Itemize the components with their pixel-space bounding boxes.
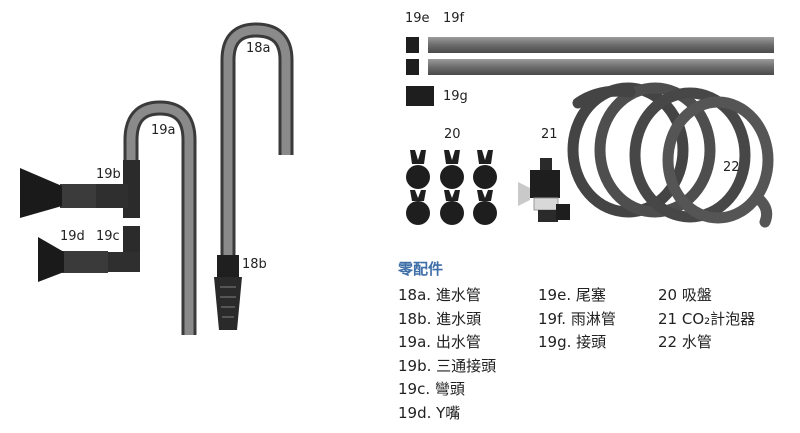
label-19g: 19g	[443, 89, 468, 104]
outlet-tube-19a	[123, 100, 197, 335]
y-nozzle-19d	[38, 237, 108, 282]
parts-list-col3: 20 吸盤 21 CO₂計泡器 22 水管	[658, 284, 755, 355]
intake-tube-18a	[220, 22, 294, 255]
label-19e: 19e	[405, 11, 430, 26]
part-item: 20 吸盤	[658, 286, 712, 304]
part-item: 19e. 尾塞	[538, 286, 606, 304]
label-22: 22	[723, 160, 740, 175]
part-item: 19b. 三通接頭	[398, 356, 497, 375]
parts-list-col1: 18a. 進水管 18b. 進水頭 19a. 出水管 19b. 三通接頭 19c…	[398, 284, 496, 425]
elbow-19c	[108, 226, 140, 272]
label-19c: 19c	[96, 229, 120, 244]
spray-bars-19f	[428, 37, 774, 75]
label-21: 21	[541, 127, 558, 142]
label-19b: 19b	[96, 167, 121, 182]
label-19d: 19d	[60, 229, 85, 244]
part-item: 19g. 接頭	[538, 333, 607, 351]
part-item: 19d. Y嘴	[398, 403, 461, 422]
tee-connector-19b	[20, 160, 140, 218]
part-item: 22 水管	[658, 333, 712, 351]
connector-19g	[406, 86, 434, 106]
part-item: 18a. 進水管	[398, 286, 481, 304]
hose-22	[567, 82, 774, 228]
co2-bubble-counter-21	[518, 158, 570, 222]
parts-heading: 零配件	[398, 260, 444, 278]
label-18b: 18b	[242, 257, 267, 272]
part-item: 21 CO₂計泡器	[658, 309, 756, 328]
end-caps-19e	[406, 37, 419, 75]
suction-cups-20	[406, 150, 497, 225]
part-item: 19a. 出水管	[398, 333, 481, 351]
label-20: 20	[444, 127, 461, 142]
part-item: 19c. 彎頭	[398, 380, 465, 398]
part-item: 18b. 進水頭	[398, 309, 482, 328]
label-18a: 18a	[246, 41, 271, 56]
part-item: 19f. 雨淋管	[538, 309, 616, 328]
label-19f: 19f	[443, 11, 465, 26]
label-19a: 19a	[151, 123, 176, 138]
intake-strainer-18b	[214, 255, 242, 330]
parts-list-col2: 19e. 尾塞 19f. 雨淋管 19g. 接頭	[538, 284, 616, 355]
